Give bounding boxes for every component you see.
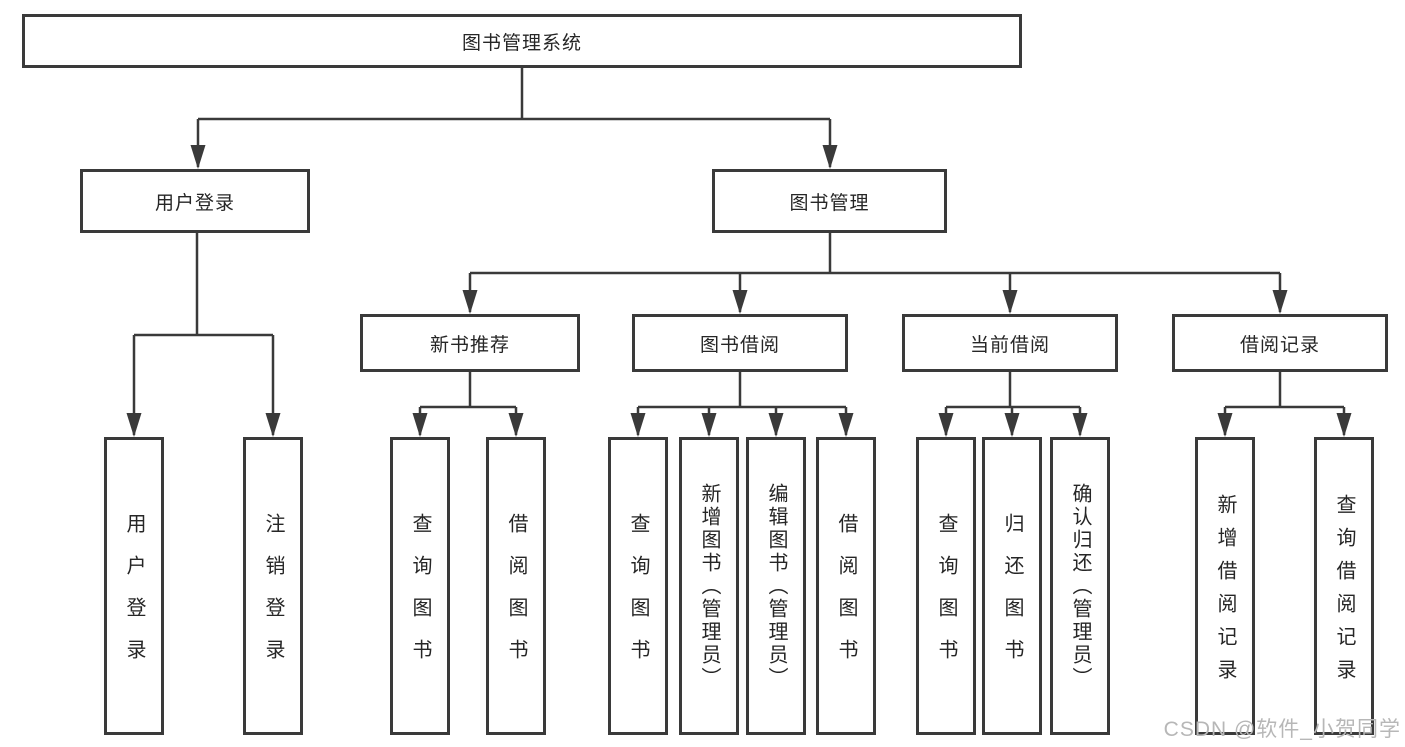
- leaf-return-books: 归还图书: [982, 437, 1042, 735]
- leaf-add-borrow-record: 新增借阅记录: [1195, 437, 1255, 735]
- leaf-confirm-return-admin: 确认归还（管理员）: [1050, 437, 1110, 735]
- leaf-label: 注销登录: [262, 513, 284, 681]
- node-new-book-recommend: 新书推荐: [360, 314, 580, 372]
- leaf-query-books-current: 查询图书: [916, 437, 976, 735]
- leaf-query-books-borrow: 查询图书: [608, 437, 668, 735]
- leaf-label: 查询图书: [935, 513, 957, 681]
- node-root: 图书管理系统: [22, 14, 1022, 68]
- leaf-label: 用户登录: [123, 513, 145, 681]
- leaf-query-borrow-record: 查询借阅记录: [1314, 437, 1374, 735]
- leaf-edit-books-admin: 编辑图书（管理员）: [746, 437, 806, 735]
- connector-strokes: [132, 68, 1346, 435]
- node-book-borrow: 图书借阅: [632, 314, 848, 372]
- leaf-logout: 注销登录: [243, 437, 303, 735]
- leaf-borrow-books-recommend: 借阅图书: [486, 437, 546, 735]
- leaf-label: 查询图书: [409, 513, 431, 681]
- leaf-label: 查询借阅记录: [1333, 493, 1355, 692]
- csdn-watermark: CSDN @软件_小贺同学: [1163, 718, 1401, 741]
- leaf-label: 编辑图书（管理员）: [765, 482, 787, 690]
- leaf-label: 新增图书（管理员）: [698, 482, 720, 690]
- leaf-user-login: 用户登录: [104, 437, 164, 735]
- leaf-label: 新增借阅记录: [1214, 493, 1236, 692]
- leaf-label: 确认归还（管理员）: [1069, 482, 1091, 690]
- leaf-add-books-admin: 新增图书（管理员）: [679, 437, 739, 735]
- node-book-management: 图书管理: [712, 169, 947, 233]
- leaf-label: 查询图书: [627, 513, 649, 681]
- leaf-query-books-recommend: 查询图书: [390, 437, 450, 735]
- leaf-borrow-books: 借阅图书: [816, 437, 876, 735]
- node-borrow-records: 借阅记录: [1172, 314, 1388, 372]
- leaf-label: 借阅图书: [835, 513, 857, 681]
- arrowheads: [126, 145, 1352, 437]
- leaf-label: 借阅图书: [505, 513, 527, 681]
- node-current-borrow: 当前借阅: [902, 314, 1118, 372]
- node-user-login: 用户登录: [80, 169, 310, 233]
- leaf-label: 归还图书: [1001, 513, 1023, 681]
